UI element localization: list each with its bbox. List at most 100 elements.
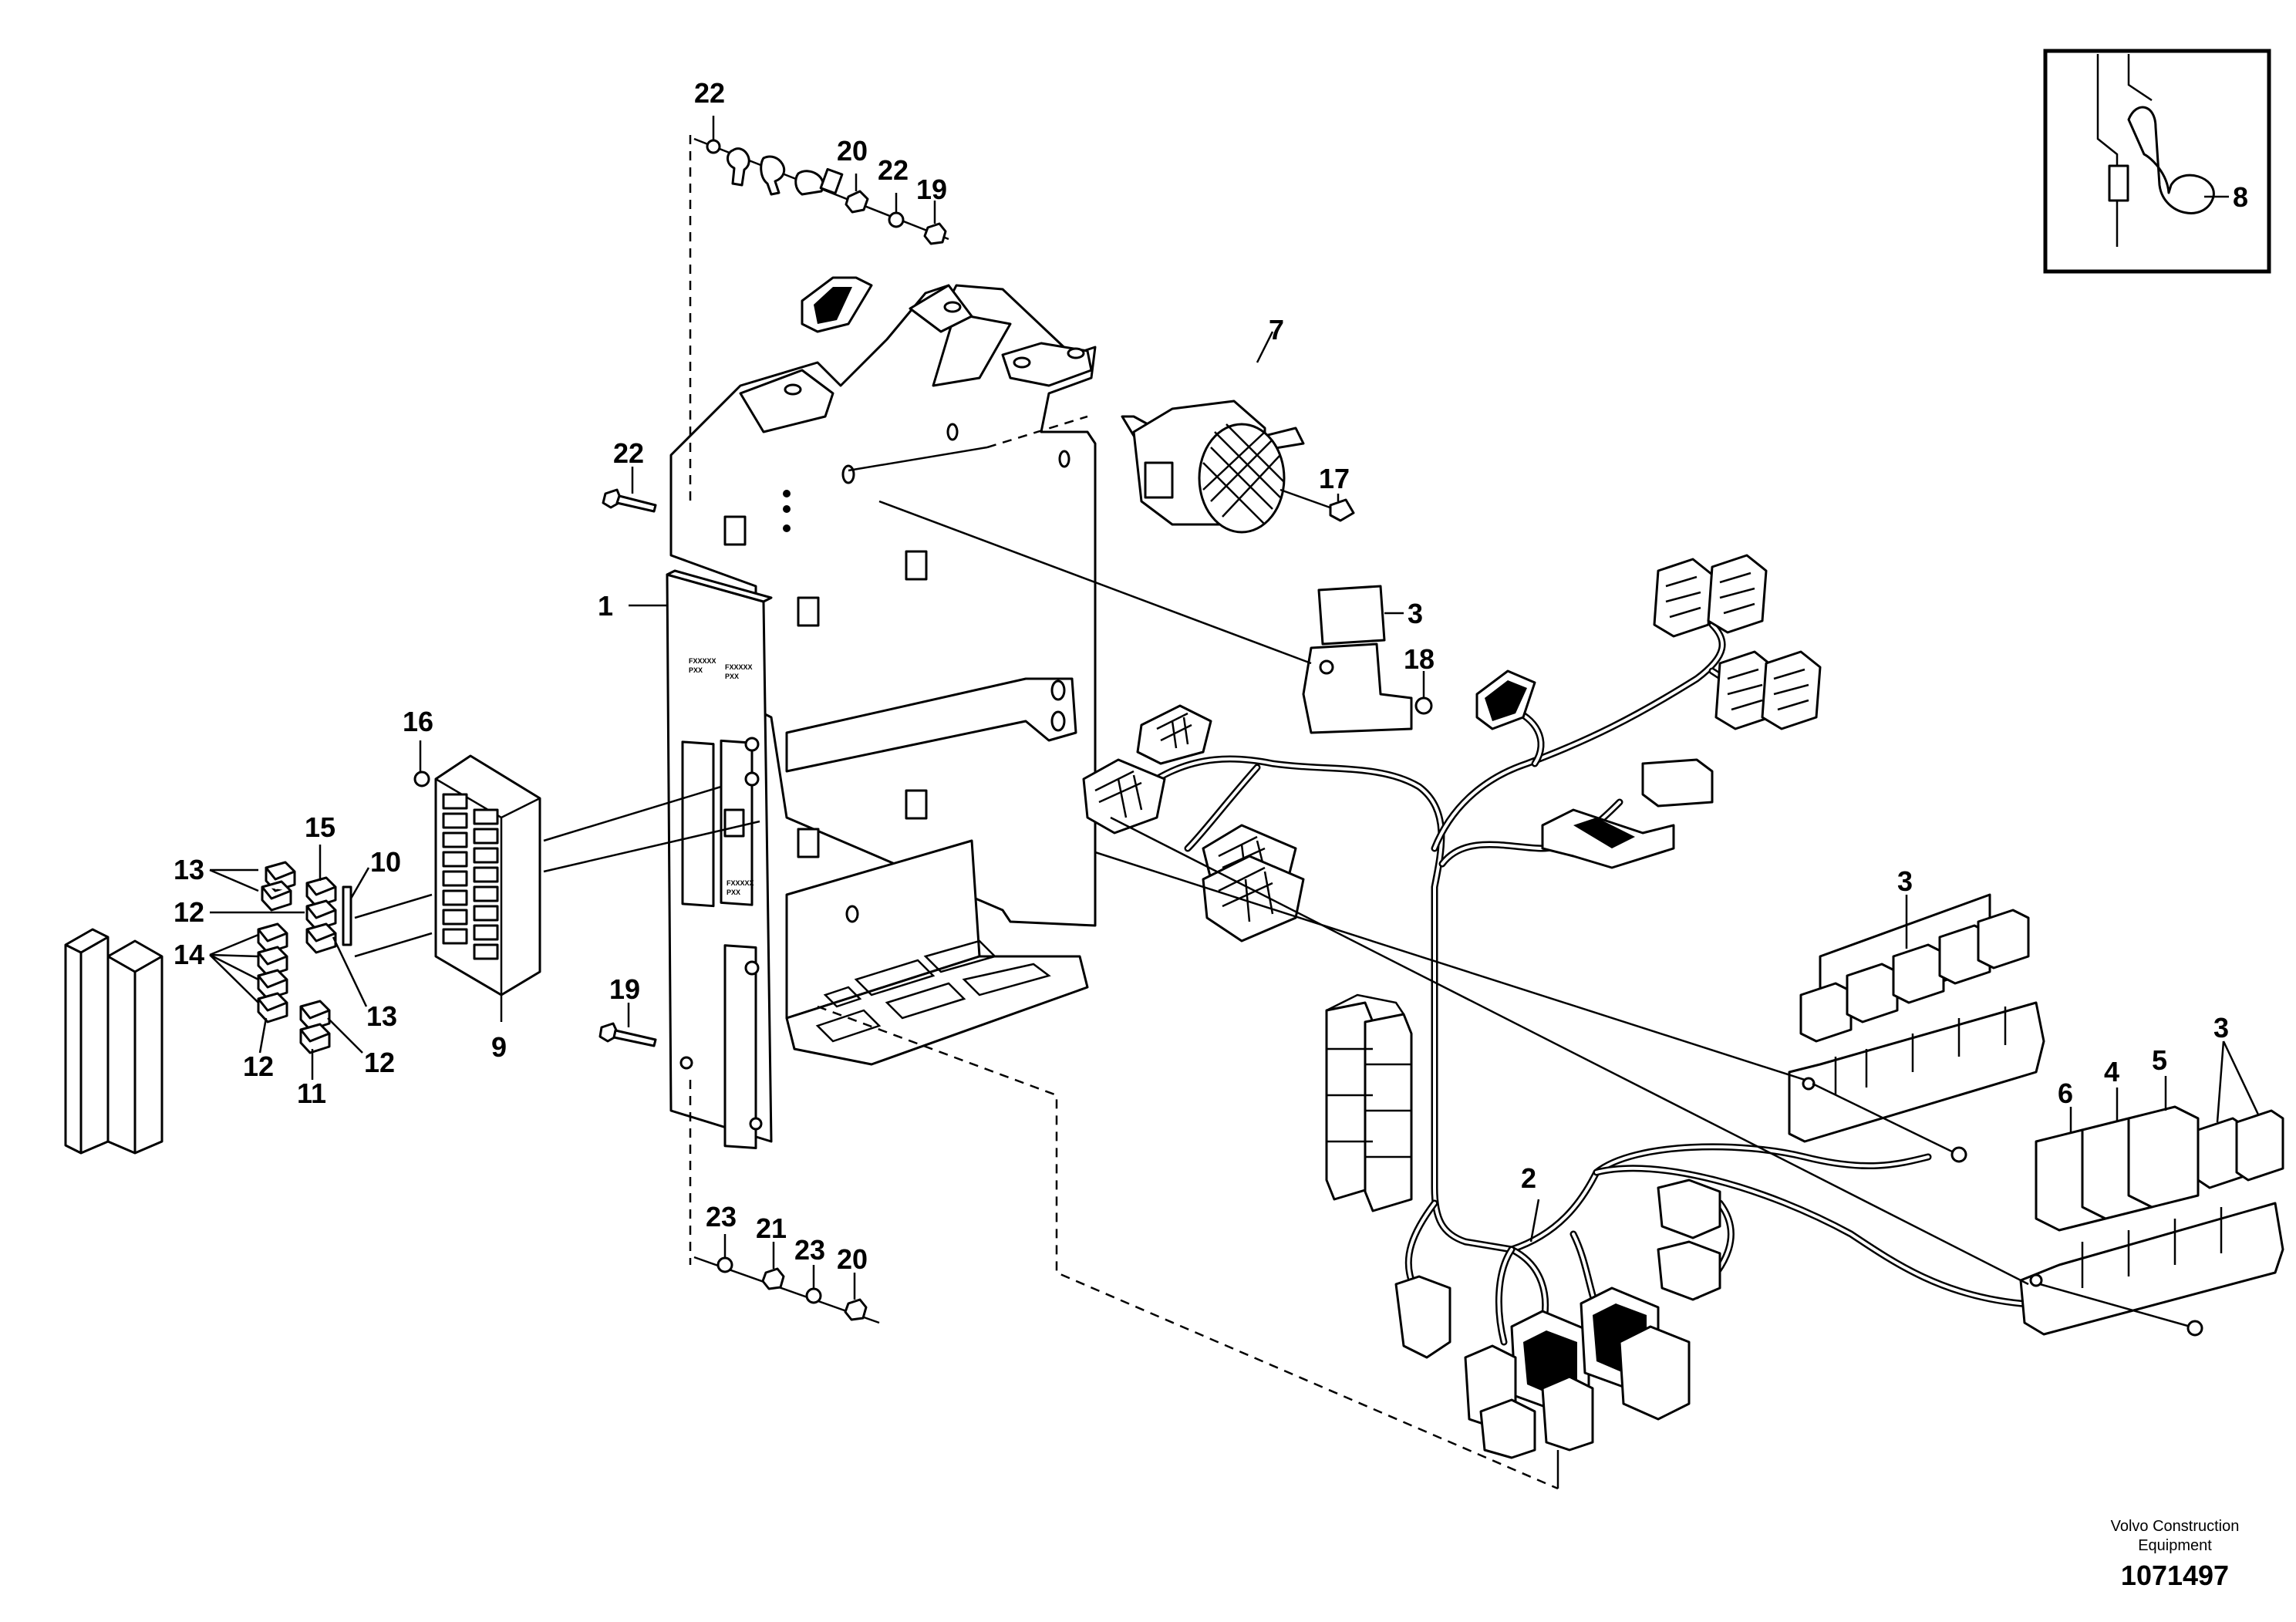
fuse-12b xyxy=(257,992,288,1023)
tray-floor xyxy=(785,955,1089,1066)
callout-11: 11 xyxy=(297,1077,326,1109)
washer-22-top xyxy=(706,139,721,154)
inline-connector-fill xyxy=(1573,818,1635,848)
clip-slot-5 xyxy=(797,828,820,858)
cable-lug-1 xyxy=(727,147,750,187)
callout-22b: 22 xyxy=(878,154,909,186)
relay-u5 xyxy=(1977,909,2030,969)
relay-3c-b xyxy=(2235,1109,2284,1182)
bracket-hole-1 xyxy=(784,383,802,396)
bracket-hole-4 xyxy=(1067,347,1085,359)
fuse-slot xyxy=(473,847,499,864)
fuse-slots xyxy=(442,793,499,960)
bracket-tab-right xyxy=(909,284,973,333)
fuse-slot xyxy=(442,889,468,906)
relay-panel-lower-screw xyxy=(2186,1320,2203,1337)
relay-u1 xyxy=(1799,982,1853,1043)
panel-slot-3 xyxy=(723,944,757,1150)
fuse-slot xyxy=(442,870,468,887)
fuse-13c xyxy=(305,922,337,954)
cable-lug-3 xyxy=(794,170,824,196)
bracket-hole-3 xyxy=(1013,356,1031,369)
relay-panel-lower-base xyxy=(2019,1202,2284,1336)
top-connector xyxy=(801,276,873,333)
nut-20-top xyxy=(845,190,869,214)
shelf-hole-2 xyxy=(1050,710,1066,732)
screw-17 xyxy=(1329,498,1355,522)
panel-label-2b: PXX xyxy=(725,673,739,680)
ecu-plug-7 xyxy=(1657,1240,1721,1301)
fuse-slot xyxy=(473,808,499,825)
fuses xyxy=(257,861,352,1054)
fuse-slot xyxy=(442,831,468,848)
panel-screw-5 xyxy=(749,1117,763,1131)
bracket-dot-3 xyxy=(783,524,791,532)
fuse-slot xyxy=(442,793,468,810)
fuse-13b xyxy=(261,880,292,912)
callout-14: 14 xyxy=(174,939,204,970)
relay-base xyxy=(1302,642,1413,734)
fuse-slot xyxy=(473,905,499,922)
relay-group-top: 3 18 xyxy=(878,500,1435,734)
bracket-hole-7 xyxy=(841,464,855,484)
bracket-plate xyxy=(669,284,1097,927)
callout-13a: 13 xyxy=(174,854,204,885)
bracket-hole-6 xyxy=(1058,450,1070,468)
callout-19a: 19 xyxy=(916,174,947,205)
black-connector-mid-pins xyxy=(1485,680,1527,721)
panel-screw-1 xyxy=(744,737,760,752)
panel-label-2a: FXXXXX xyxy=(725,663,753,671)
inset-panel-edge-2 xyxy=(2127,54,2153,102)
fuse-box-edges xyxy=(435,777,541,995)
relay-stack-col-2 xyxy=(1364,1013,1413,1212)
callout-7: 7 xyxy=(1269,314,1284,346)
socket-mid-2-grid xyxy=(1773,668,1809,711)
ecu-plug-5 xyxy=(1541,1375,1594,1452)
panel-slot-1 xyxy=(681,740,715,908)
relay-stack xyxy=(1325,993,1413,1212)
leader-3c xyxy=(2216,1040,2260,1123)
harness-clip xyxy=(1657,1179,1721,1239)
relay-5 xyxy=(2127,1105,2200,1209)
callout-22a: 22 xyxy=(694,77,725,109)
callout-23a: 23 xyxy=(706,1201,737,1233)
relay-panel-base-dividers xyxy=(1834,1007,2007,1095)
socket-top-2-grid xyxy=(1719,572,1755,615)
callout-3b: 3 xyxy=(1897,865,1913,897)
callout-9: 9 xyxy=(491,1031,507,1063)
connector-pins xyxy=(814,287,852,324)
leader-7 xyxy=(1256,331,1274,363)
callout-17: 17 xyxy=(1319,463,1350,494)
panel-label-3a: FXXXXX xyxy=(727,879,754,887)
bolt-shank-22 xyxy=(615,494,657,513)
plug-d-grid xyxy=(1218,866,1274,922)
fuse-slot xyxy=(473,885,499,902)
callout-23b: 23 xyxy=(794,1234,825,1266)
document-number: 1071497 xyxy=(2121,1560,2229,1591)
fuse-slot xyxy=(473,943,499,960)
guide-line-2 xyxy=(543,820,760,873)
callout-16: 16 xyxy=(403,706,433,737)
callout-4: 4 xyxy=(2104,1056,2119,1088)
callout-3a: 3 xyxy=(1408,598,1423,629)
bracket-tab-left xyxy=(739,369,834,433)
callout-15: 15 xyxy=(305,811,335,843)
tray-hole xyxy=(845,905,859,923)
panel-label-1a: FXXXXX xyxy=(689,657,716,665)
leader-12b xyxy=(258,1017,268,1054)
relay-3-top xyxy=(1317,585,1386,646)
screw-axis-lower xyxy=(2039,1283,2191,1328)
bracket-dot-2 xyxy=(783,505,791,513)
callout-12b: 12 xyxy=(243,1050,274,1082)
brand-line-1: Volvo Construction xyxy=(2111,1518,2240,1535)
fuse-slot xyxy=(473,924,499,941)
panel-label-1b: PXX xyxy=(689,666,703,674)
harness-left-branch-inner xyxy=(1186,766,1259,850)
screw-17-axis xyxy=(1279,488,1335,511)
inset-cable-tie: 8 xyxy=(2043,49,2271,274)
ecu-connectors xyxy=(817,1005,1721,1490)
leader-13b xyxy=(332,936,368,1007)
socket-mid-1-grid xyxy=(1727,668,1763,711)
relay-panel-lower-guide xyxy=(1110,816,2029,1286)
